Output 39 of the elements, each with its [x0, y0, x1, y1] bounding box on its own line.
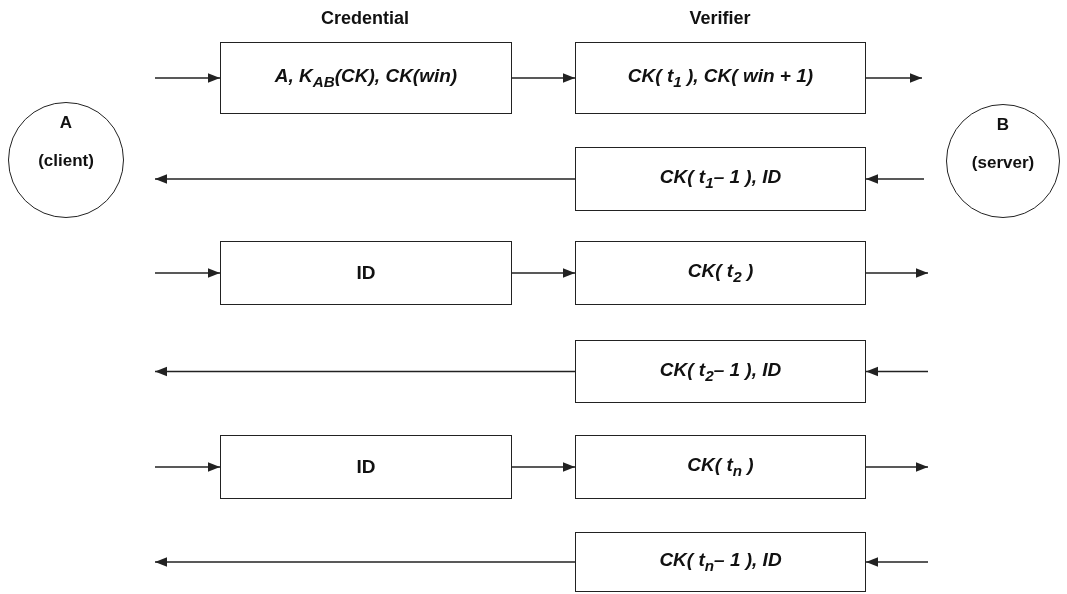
column-heading: Credential — [321, 8, 409, 29]
arrow — [865, 462, 929, 472]
arrow — [865, 268, 929, 278]
arrow — [154, 462, 221, 472]
arrow — [511, 268, 576, 278]
arrow — [865, 174, 925, 184]
entity-label: (client) — [38, 151, 94, 171]
message-text: ID — [356, 456, 376, 478]
entity-label: (server) — [971, 153, 1035, 173]
message-text: A, K$_{AB}$(CK), CK(win) — [274, 65, 458, 91]
message-box — [220, 435, 512, 499]
entity-label: B — [996, 115, 1010, 135]
arrow — [511, 462, 576, 472]
arrow — [154, 366, 576, 377]
message-text: CK( t$_{1}$ ), CK( win + 1) — [627, 65, 814, 91]
message-text: CK( t$_{n}$ ) — [687, 454, 754, 480]
message-text: CK( t$_{1}$– 1 ), ID — [659, 166, 782, 192]
entity-label: A — [59, 113, 73, 133]
message-box — [575, 147, 866, 211]
message-text: CK( t$_{n}$– 1 ), ID — [659, 549, 782, 575]
arrow — [154, 557, 576, 567]
message-box — [220, 42, 512, 114]
arrow — [154, 268, 221, 278]
message-text: CK( t$_{2}$ ) — [687, 260, 754, 286]
message-box — [575, 532, 866, 592]
message-box — [575, 435, 866, 499]
message-box — [575, 340, 866, 403]
message-text: ID — [356, 262, 376, 284]
arrow — [865, 557, 929, 567]
arrow — [154, 174, 576, 184]
column-heading: Verifier — [689, 8, 751, 29]
message-text: CK( t$_{2}$– 1 ), ID — [659, 358, 782, 385]
arrow — [511, 73, 576, 83]
message-box — [220, 241, 512, 305]
arrow — [154, 73, 221, 83]
message-box — [575, 42, 866, 114]
arrow — [865, 73, 923, 83]
message-box — [575, 241, 866, 305]
arrow — [865, 366, 929, 377]
